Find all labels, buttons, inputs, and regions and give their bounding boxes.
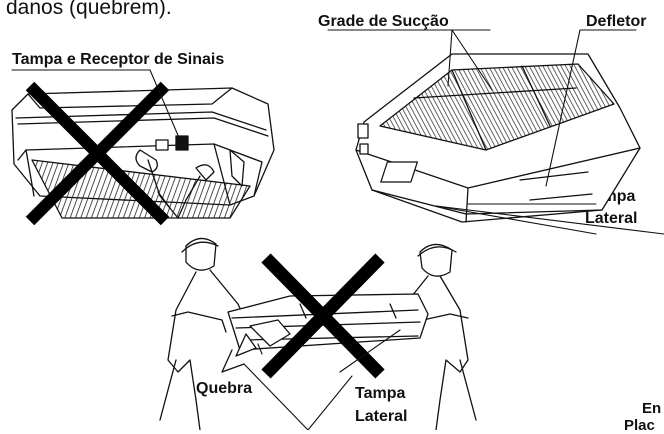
callout-tampa-receptor-leader bbox=[149, 69, 181, 141]
person-left bbox=[159, 237, 251, 430]
label-grade-succao: Grade de Sucção bbox=[318, 13, 449, 30]
cross-top-left bbox=[25, 81, 170, 226]
callouts-top-right bbox=[327, 29, 664, 235]
callouts-bottom bbox=[243, 329, 401, 430]
label-cut-right-2: Plac bbox=[624, 417, 655, 434]
label-tampa-lateral-bottom-2: Lateral bbox=[355, 408, 408, 425]
cross-bottom bbox=[261, 253, 385, 379]
unit-top-right bbox=[355, 53, 641, 223]
label-quebra: Quebra bbox=[196, 380, 253, 397]
header-fragment: danos (quebrem). bbox=[6, 0, 172, 19]
label-tampa-lateral-bottom-1: Tampa bbox=[355, 385, 406, 402]
label-tampa-receptor: Tampa e Receptor de Sinais bbox=[12, 51, 225, 68]
label-tampa-lateral-top-2: Lateral bbox=[585, 210, 638, 227]
label-defletor: Defletor bbox=[586, 13, 647, 30]
label-cut-right-1: En bbox=[642, 400, 662, 417]
